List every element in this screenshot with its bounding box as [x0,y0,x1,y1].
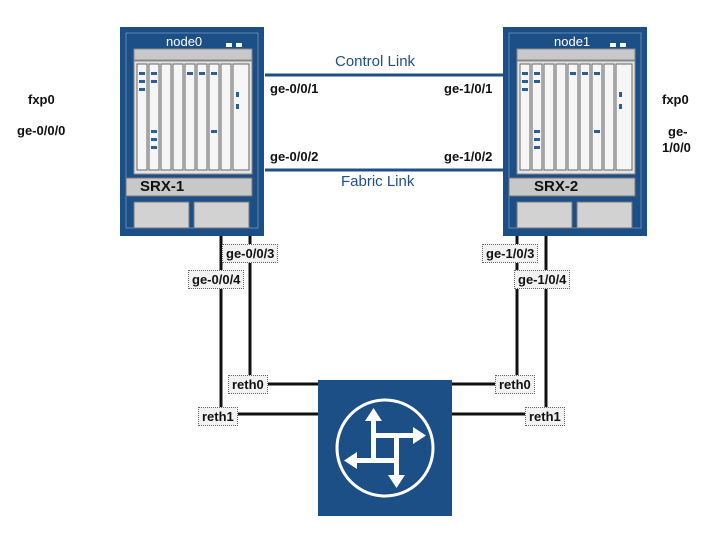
port-ge103-label: ge-1/0/3 [482,244,539,263]
right-reth1-label: reth1 [525,407,565,426]
port-ge001-label: ge-0/0/1 [270,81,319,96]
srx2-device[interactable] [503,27,647,236]
left-reth0-label: reth0 [228,375,268,394]
port-ge003-label: ge-0/0/3 [222,244,279,263]
fabric-link-label: Fabric Link [341,173,415,190]
right-reth0-label: reth0 [495,375,535,394]
port-ge002-label: ge-0/0/2 [270,149,319,164]
srx1-device[interactable] [120,27,264,236]
port-ge102-label: ge-1/0/2 [444,149,493,164]
port-ge104-label: ge-1/0/4 [514,270,571,289]
left-reth1-label: reth1 [198,407,238,426]
srx2-label: SRX-2 [534,178,579,195]
node1-label: node1 [554,34,591,49]
node0-label: node0 [166,34,203,49]
left-fxp0-label: fxp0 [28,92,55,107]
right-ge100-label-line2: 1/0/0 [662,140,691,155]
right-ge100-label-line1: ge- [668,124,688,139]
port-ge101-label: ge-1/0/1 [444,81,493,96]
right-fxp0-label: fxp0 [662,92,689,107]
port-ge004-label: ge-0/0/4 [188,270,245,289]
router-device[interactable] [318,380,452,516]
router-arrows-icon [335,398,435,498]
left-ge000-label: ge-0/0/0 [17,123,66,138]
srx1-label: SRX-1 [140,178,185,195]
control-link-label: Control Link [335,53,416,70]
